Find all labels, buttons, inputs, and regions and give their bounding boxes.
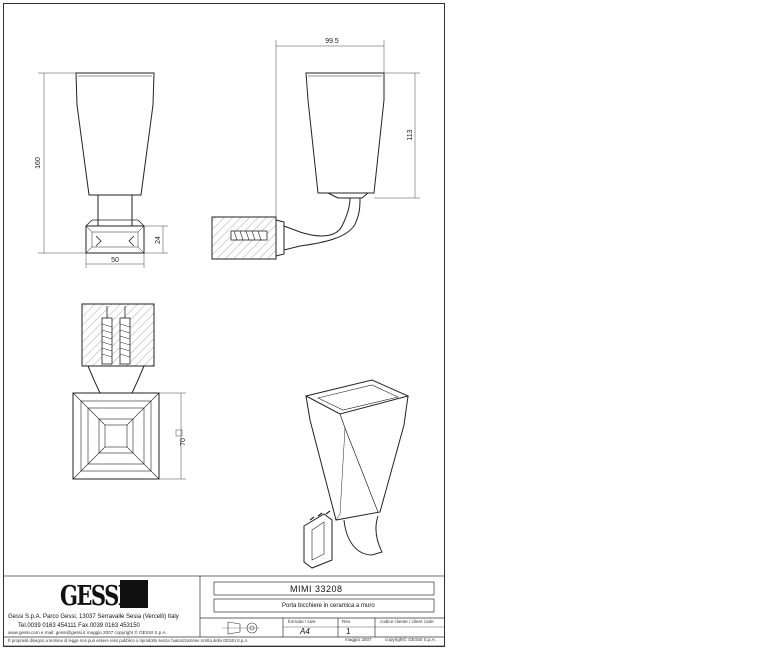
side-cup-height-label: 113 [407, 129, 414, 140]
side-dimension-lines [275, 40, 420, 217]
company-web: www.gessi.com e.mail: gessi@gessi.it mag… [8, 630, 167, 635]
product-name: MIMI 33208 [290, 584, 343, 594]
logo-mark-square [120, 580, 148, 608]
rev-label: Rev. [342, 619, 352, 624]
format-label: formato / size [288, 619, 316, 624]
footer-date: maggio 2007 [345, 637, 372, 642]
front-dimension-lines [38, 72, 168, 268]
perspective-view [303, 379, 410, 569]
front-height-label: 160 [35, 157, 42, 169]
company-address: Gessi S.p.A. Parco Gessi, 13037 Serraval… [8, 614, 179, 620]
product-description: Porta bicchiere in ceramica a muro [282, 603, 375, 609]
brand-logo: GESSI [60, 581, 128, 612]
legal-disclaimer: È proprietà disegno a termine di legge n… [8, 638, 249, 643]
title-block [3, 575, 445, 647]
footer-copyright: copyright© GESSI S.p.A. [385, 637, 437, 642]
rev-value: 1 [346, 627, 351, 636]
top-view [72, 303, 160, 480]
front-width-label: 50 [111, 257, 119, 264]
top-size-label: 70 [180, 438, 187, 446]
front-view [75, 72, 155, 254]
company-phone: Tel.0039 0163 454111 Fax.0039 0163 45315… [18, 623, 140, 629]
side-view [211, 72, 385, 260]
top-dimension-lines [159, 392, 186, 480]
client-code-label: codice cliente / client code [380, 619, 434, 624]
side-projection-label: 99.5 [325, 38, 339, 45]
format-value: A4 [300, 627, 310, 636]
sheet-border [3, 3, 445, 647]
front-base-height-label: 24 [155, 236, 162, 244]
